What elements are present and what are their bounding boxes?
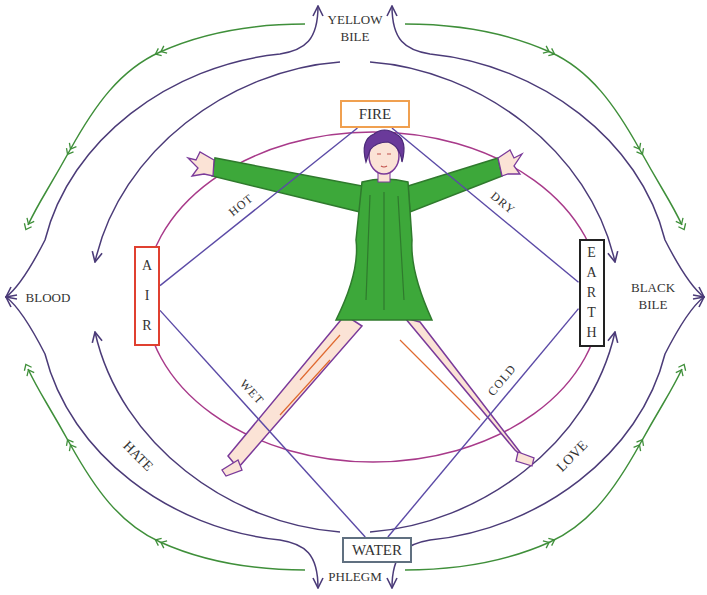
humour-arrows: [370, 297, 704, 588]
leg: [228, 315, 362, 468]
quality-label: DRY: [486, 187, 519, 218]
foot: [516, 452, 534, 466]
dress: [336, 179, 432, 320]
body-ellipse: [145, 132, 601, 462]
hair: [364, 130, 404, 162]
humour-label: HATE: [118, 436, 158, 476]
humour-arrows: [370, 6, 704, 297]
element-name: EARTH: [586, 243, 597, 343]
hand: [498, 150, 522, 176]
quality-line: [160, 310, 365, 537]
element-name: FIRE: [359, 105, 392, 123]
humour-label: BLOOD: [26, 289, 71, 306]
arm: [408, 158, 502, 212]
quality-line: [160, 128, 357, 286]
element-box: AIR: [134, 246, 160, 346]
element-box: FIRE: [340, 100, 410, 128]
humour-label: YELLOW BILE: [323, 11, 387, 45]
quality-label: HOT: [224, 189, 257, 220]
element-name: WATER: [352, 541, 402, 559]
element-box: WATER: [342, 537, 412, 563]
quality-label: WET: [235, 375, 268, 409]
foot: [222, 460, 242, 476]
quality-line: [392, 128, 579, 282]
green-flow-curve: [28, 24, 305, 225]
humour-arrows: [6, 6, 340, 297]
leg-shading: [280, 335, 480, 420]
quality-label: COLD: [483, 360, 520, 400]
leg: [405, 318, 526, 460]
dress-folds: [366, 192, 404, 310]
face: [377, 154, 391, 167]
humour-label: LOVE: [551, 435, 592, 476]
humour-label: PHLEGM: [328, 568, 381, 585]
quality-line: [388, 309, 579, 537]
element-name: AIR: [141, 251, 152, 341]
humour-label: BLACK BILE: [622, 279, 684, 313]
hand: [188, 152, 214, 176]
flow-curve: [6, 6, 318, 297]
element-box: EARTH: [579, 239, 605, 347]
humour-arrows: [6, 297, 340, 588]
